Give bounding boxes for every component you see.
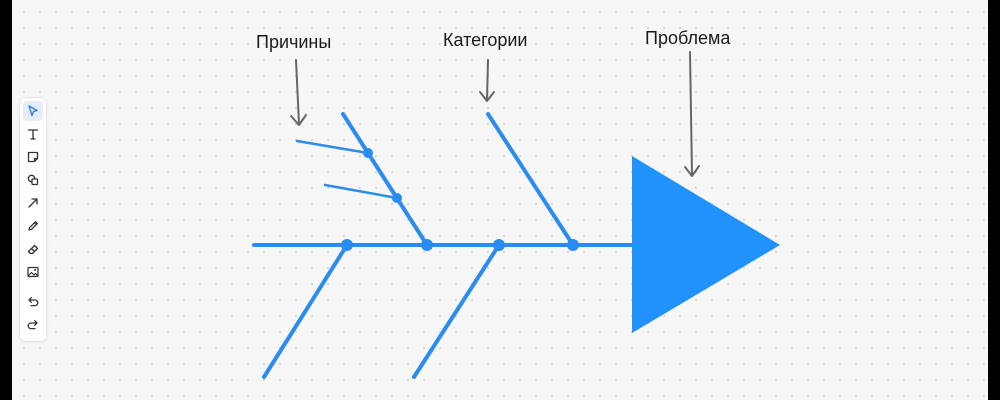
- cause-lines[interactable]: [295, 139, 399, 200]
- joint-dot[interactable]: [493, 239, 505, 251]
- text-icon: [27, 129, 39, 140]
- text-tool[interactable]: [23, 124, 43, 144]
- select-tool[interactable]: [23, 101, 43, 121]
- image-icon: [27, 266, 39, 278]
- category-bone-upper-left[interactable]: [341, 112, 429, 247]
- categories-arrow[interactable]: [486, 59, 489, 101]
- sticky-note-icon: [27, 151, 39, 163]
- causes-arrow[interactable]: [295, 59, 300, 125]
- joint-dot[interactable]: [341, 239, 353, 251]
- problem-arrow[interactable]: [689, 51, 693, 176]
- joint-dot[interactable]: [363, 148, 373, 158]
- category-bone-upper-right[interactable]: [486, 112, 575, 247]
- eraser-tool[interactable]: [23, 239, 43, 259]
- problem-arrowhead[interactable]: [684, 165, 700, 177]
- category-bone-lower-right[interactable]: [412, 243, 501, 379]
- shapes-icon: [27, 174, 39, 186]
- image-tool[interactable]: [23, 262, 43, 282]
- problem-label[interactable]: Проблема: [645, 28, 731, 48]
- annotation-arrows[interactable]: [290, 51, 700, 177]
- pen-tool[interactable]: [23, 216, 43, 236]
- whiteboard-canvas[interactable]: Причины Категории Проблема: [12, 0, 988, 400]
- arrow-tool[interactable]: [23, 193, 43, 213]
- sticky-note-tool[interactable]: [23, 147, 43, 167]
- eraser-icon: [27, 244, 39, 255]
- redo-icon: [27, 320, 38, 330]
- redo-button[interactable]: [23, 315, 43, 335]
- joint-dot[interactable]: [392, 193, 402, 203]
- cause-line-2[interactable]: [323, 183, 399, 200]
- pen-icon: [28, 221, 38, 231]
- joint-dots[interactable]: [341, 148, 579, 251]
- fishbone-lines[interactable]: [252, 112, 642, 379]
- problem-head-triangle[interactable]: [632, 156, 780, 333]
- cursor-icon: [28, 105, 38, 117]
- joint-dot[interactable]: [567, 239, 579, 251]
- categories-label[interactable]: Категории: [443, 30, 528, 50]
- toolbar: [19, 97, 47, 342]
- category-bone-lower-left[interactable]: [262, 243, 349, 379]
- shapes-tool[interactable]: [23, 170, 43, 190]
- cause-line-1[interactable]: [295, 139, 370, 155]
- causes-arrowhead[interactable]: [290, 114, 307, 126]
- arrow-icon: [28, 198, 38, 208]
- joint-dot[interactable]: [421, 239, 433, 251]
- causes-label[interactable]: Причины: [256, 32, 332, 52]
- undo-icon: [28, 297, 39, 307]
- categories-arrowhead[interactable]: [479, 91, 495, 102]
- undo-button[interactable]: [23, 292, 43, 312]
- fishbone-diagram[interactable]: [12, 0, 988, 400]
